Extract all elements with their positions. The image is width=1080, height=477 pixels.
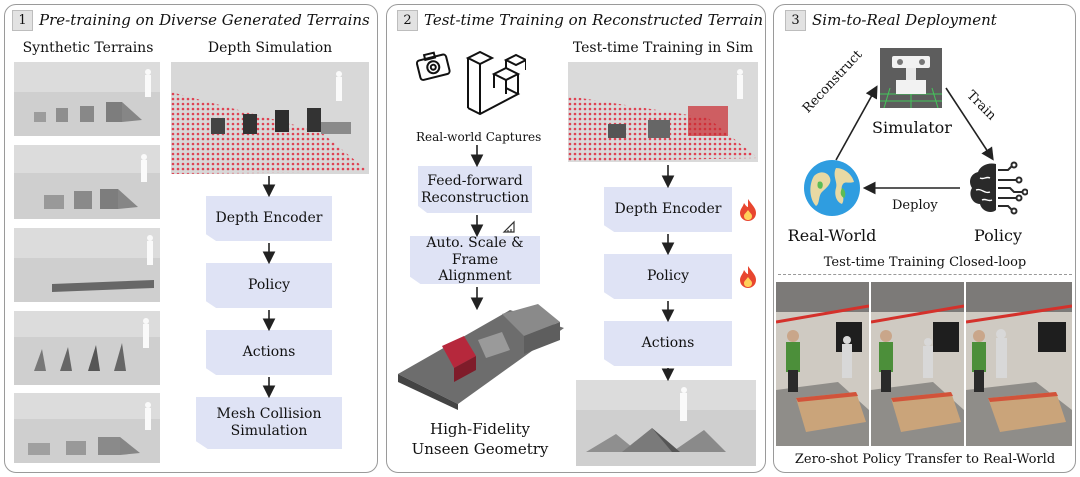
panel-1-number: 1 [12, 10, 33, 31]
p2-policy-box: Policy [604, 254, 732, 299]
camera-icon [414, 48, 454, 84]
high-fidelity-geometry-label: High-Fidelity Unseen Geometry [411, 420, 549, 458]
real-world-label: Real-World [787, 226, 877, 245]
panel-3-number: 3 [785, 10, 806, 31]
p2-auto-scale-box: Auto. Scale & Frame Alignment [410, 236, 540, 284]
fire-icon [738, 265, 758, 289]
depth-simulation-image [171, 62, 369, 174]
deploy-label: Deploy [892, 198, 938, 213]
test-time-sim-image [568, 62, 758, 162]
simulator-icon [880, 48, 942, 108]
synthetic-terrain-image-5 [14, 393, 160, 463]
p1-depth-encoder-box: Depth Encoder [206, 196, 332, 241]
real-world-captures-label: Real-world Captures [416, 130, 542, 144]
zero-shot-label: Zero-shot Policy Transfer to Real-World [794, 452, 1056, 467]
test-time-training-header: Test-time Training in Sim [572, 40, 754, 56]
synthetic-terrain-image-1 [14, 62, 160, 136]
deployment-terrain-image [576, 380, 756, 466]
p1-mesh-collision-box: Mesh Collision Simulation [196, 397, 342, 449]
synthetic-terrains-header: Synthetic Terrains [22, 40, 154, 56]
brain-circuit-icon [966, 160, 1028, 216]
p1-actions-box: Actions [206, 330, 332, 375]
globe-icon [802, 158, 862, 218]
reconstructed-geometry-image [398, 296, 568, 410]
synthetic-terrain-image-2 [14, 145, 160, 219]
p2-depth-encoder-box: Depth Encoder [604, 187, 732, 232]
depth-simulation-header: Depth Simulation [207, 40, 333, 56]
p2-feed-forward-box: Feed-forward Reconstruction [418, 166, 532, 213]
synthetic-terrain-image-3 [14, 228, 160, 302]
simulator-label: Simulator [872, 118, 952, 137]
p1-policy-box: Policy [206, 263, 332, 308]
dashed-divider [778, 274, 1072, 275]
synthetic-terrain-image-4 [14, 311, 160, 385]
cube-stack-icon [454, 44, 526, 128]
closed-loop-label: Test-time Training Closed-loop [823, 255, 1027, 270]
real-world-photo-2 [871, 282, 964, 446]
real-world-photo-3 [966, 282, 1072, 446]
ruler-icon [502, 220, 516, 234]
policy-label: Policy [974, 226, 1022, 245]
p2-actions-box: Actions [604, 321, 732, 366]
panel-2-number: 2 [397, 10, 418, 31]
real-world-photo-1 [776, 282, 869, 446]
fire-icon [738, 198, 758, 222]
